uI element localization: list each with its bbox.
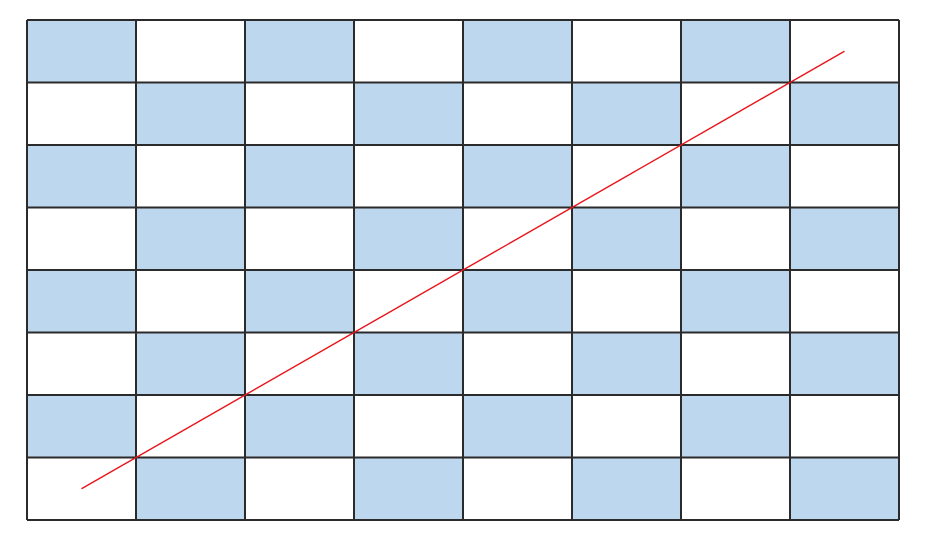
cell-r7-c7-filled bbox=[681, 395, 790, 458]
cell-r8-c7-empty bbox=[681, 457, 790, 520]
cell-r7-c8-empty bbox=[790, 395, 899, 458]
cell-r2-c4-filled bbox=[354, 82, 463, 145]
cell-r3-c7-filled bbox=[681, 145, 790, 208]
cell-r2-c8-filled bbox=[790, 82, 899, 145]
cell-r7-c1-filled bbox=[27, 395, 136, 458]
cell-r8-c3-empty bbox=[245, 457, 354, 520]
cell-r2-c5-empty bbox=[463, 82, 572, 145]
cell-r3-c4-empty bbox=[354, 145, 463, 208]
cell-r7-c5-filled bbox=[463, 395, 572, 458]
cell-r4-c2-filled bbox=[136, 207, 245, 270]
cell-r6-c1-empty bbox=[27, 332, 136, 395]
cell-r8-c8-filled bbox=[790, 457, 899, 520]
cell-r1-c6-empty bbox=[572, 20, 681, 83]
cell-r2-c1-empty bbox=[27, 82, 136, 145]
cell-r8-c2-filled bbox=[136, 457, 245, 520]
cell-r5-c5-filled bbox=[463, 270, 572, 333]
cell-r3-c8-empty bbox=[790, 145, 899, 208]
cell-r8-c5-empty bbox=[463, 457, 572, 520]
cell-r2-c6-filled bbox=[572, 82, 681, 145]
cell-r6-c6-filled bbox=[572, 332, 681, 395]
cell-r4-c1-empty bbox=[27, 207, 136, 270]
cell-r6-c8-filled bbox=[790, 332, 899, 395]
cell-r4-c7-empty bbox=[681, 207, 790, 270]
diagonal-red-line bbox=[81, 50, 845, 490]
cell-r3-c2-empty bbox=[136, 145, 245, 208]
cell-r6-c2-filled bbox=[136, 332, 245, 395]
cell-r8-c6-filled bbox=[572, 457, 681, 520]
cell-r6-c4-filled bbox=[354, 332, 463, 395]
cell-r7-c3-filled bbox=[245, 395, 354, 458]
cell-r6-c7-empty bbox=[681, 332, 790, 395]
cell-r2-c3-empty bbox=[245, 82, 354, 145]
cell-r6-c5-empty bbox=[463, 332, 572, 395]
cell-r4-c8-filled bbox=[790, 207, 899, 270]
cell-r2-c2-filled bbox=[136, 82, 245, 145]
cell-r4-c4-filled bbox=[354, 207, 463, 270]
cell-r1-c2-empty bbox=[136, 20, 245, 83]
cell-r1-c1-filled bbox=[27, 20, 136, 83]
cell-r5-c2-empty bbox=[136, 270, 245, 333]
cell-r8-c4-filled bbox=[354, 457, 463, 520]
cell-r1-c3-filled bbox=[245, 20, 354, 83]
cell-r7-c4-empty bbox=[354, 395, 463, 458]
cell-r5-c6-empty bbox=[572, 270, 681, 333]
cell-r5-c1-filled bbox=[27, 270, 136, 333]
cell-r1-c4-empty bbox=[354, 20, 463, 83]
cell-r5-c8-empty bbox=[790, 270, 899, 333]
cell-r3-c5-filled bbox=[463, 145, 572, 208]
cell-r3-c1-filled bbox=[27, 145, 136, 208]
cell-r1-c7-filled bbox=[681, 20, 790, 83]
cell-r4-c3-empty bbox=[245, 207, 354, 270]
cell-r4-c6-filled bbox=[572, 207, 681, 270]
cell-r7-c6-empty bbox=[572, 395, 681, 458]
cell-r5-c7-filled bbox=[681, 270, 790, 333]
cell-r1-c5-filled bbox=[463, 20, 572, 83]
diagonal-layer bbox=[81, 50, 845, 490]
cell-r3-c3-filled bbox=[245, 145, 354, 208]
cell-r5-c3-filled bbox=[245, 270, 354, 333]
